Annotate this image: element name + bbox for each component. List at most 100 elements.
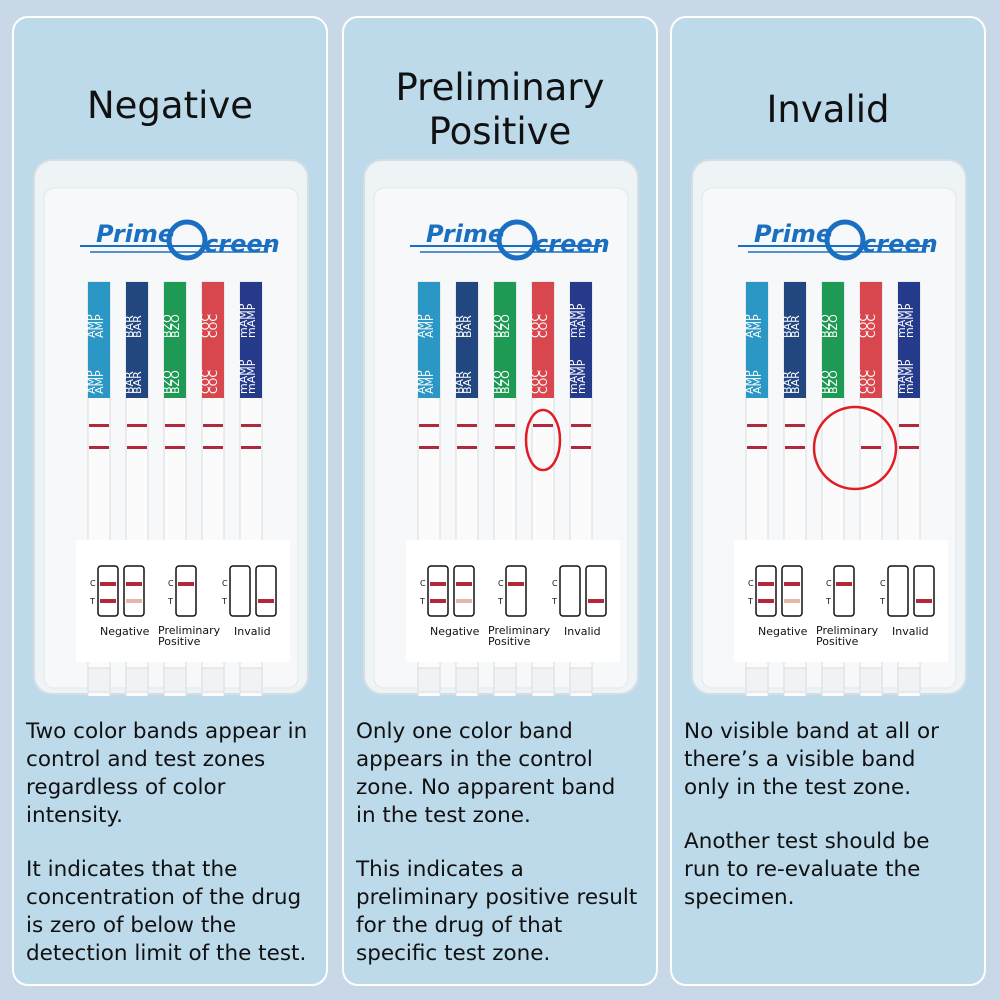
legend-label-preliminary: Preliminary (158, 624, 221, 637)
legend-control-band (456, 582, 472, 586)
legend-test-band (100, 599, 116, 603)
strip-code-label: BAR (453, 371, 466, 394)
strip-code-label: BAR (123, 315, 136, 338)
description-line: No visible band at all or (684, 719, 939, 744)
legend-window (913, 565, 935, 617)
panel-title: Preliminary Positive (344, 66, 656, 154)
brand-s-ring (824, 219, 866, 261)
description-line: specimen. (684, 885, 795, 910)
strip-label-tab (88, 282, 110, 398)
strip-code-label: mAMP (903, 303, 916, 338)
legend-window (229, 565, 251, 617)
legend-window (585, 565, 607, 617)
strip-code-label: BAR (789, 371, 802, 394)
legend-c-letter: C (168, 579, 174, 588)
strip-code-label: AMP (93, 370, 106, 394)
strip-label-tab (456, 282, 478, 398)
strip-code-label: COC (537, 370, 550, 394)
strip-code-label: mAMP (895, 359, 908, 394)
legend-label-invalid: Invalid (564, 625, 601, 638)
strip-code-label: mAMP (567, 359, 580, 394)
test-band (899, 446, 919, 449)
control-band (457, 424, 477, 427)
control-band (203, 424, 223, 427)
legend-window (453, 565, 475, 617)
legend-window (781, 565, 803, 617)
test-band (127, 446, 147, 449)
strip-label-tab (164, 282, 186, 398)
strip-code-label: COC (537, 314, 550, 338)
strip-code-label: BZO (819, 314, 832, 338)
description-line: specific test zone. (356, 941, 551, 966)
strip-label-tab (532, 282, 554, 398)
strip-code-label: AMP (85, 370, 98, 394)
legend-control-band (758, 582, 774, 586)
strip-code-label: BAR (123, 371, 136, 394)
legend-label-positive: Positive (816, 635, 859, 648)
strip-code-label: AMP (415, 314, 428, 338)
strip-label-tab (898, 282, 920, 398)
legend-t-letter: T (747, 597, 753, 606)
legend-c-letter: C (222, 579, 228, 588)
test-band (571, 446, 591, 449)
description-line: appears in the control (356, 747, 593, 772)
legend-window (175, 565, 197, 617)
control-band (241, 424, 261, 427)
legend-test-band (916, 599, 932, 603)
strip-code-label: mAMP (245, 303, 258, 338)
panel-title-line: Invalid (766, 88, 890, 131)
brand-text-prime: Prime (426, 220, 504, 248)
strip-code-label: BAR (789, 315, 802, 338)
description-paragraph: No visible band at all or there’s a visi… (684, 718, 978, 802)
strip-code-label: COC (199, 370, 212, 394)
strip-code-label: AMP (751, 370, 764, 394)
legend-window (255, 565, 277, 617)
brand-text-screen: creen (204, 230, 280, 258)
legend-t-letter: T (825, 597, 831, 606)
strip-code-label: BAR (461, 371, 474, 394)
legend-test-band-faint (784, 599, 800, 603)
strip-code-label: BAR (781, 371, 794, 394)
strip-code-label: BAR (781, 315, 794, 338)
legend-label-positive: Positive (158, 635, 201, 648)
strip-code-label: BAR (453, 315, 466, 338)
test-band (165, 446, 185, 449)
test-band (419, 446, 439, 449)
strip-end (493, 667, 517, 693)
control-band (419, 424, 439, 427)
description-line: concentration of the drug (26, 885, 302, 910)
strip-end (201, 667, 225, 693)
strip-label-tab (202, 282, 224, 398)
panel-title: Negative (14, 84, 326, 128)
strip-end (239, 667, 263, 693)
legend-c-letter: C (420, 579, 426, 588)
strip-code-label: AMP (415, 370, 428, 394)
control-band (747, 424, 767, 427)
strip-code-label: COC (199, 314, 212, 338)
legend-label-preliminary: Preliminary (488, 624, 551, 637)
brand-text-prime: Prime (96, 220, 174, 248)
strip-code-label: BZO (819, 370, 832, 394)
legend-t-letter: T (419, 597, 425, 606)
legend-control-band (836, 582, 852, 586)
strip-end (455, 667, 479, 693)
strip-code-label: COC (207, 314, 220, 338)
strip-label-tab (570, 282, 592, 398)
brand-text-prime: Prime (754, 220, 832, 248)
strip-end (417, 667, 441, 693)
description-line: control and test zones (26, 747, 266, 772)
description-line: Two color bands appear in (26, 719, 308, 744)
strip-end (745, 667, 769, 693)
strip-code-label: BZO (827, 370, 840, 394)
strip-code-label: AMP (751, 314, 764, 338)
description-line: This indicates a (356, 857, 524, 882)
description-line: in the test zone. (356, 803, 531, 828)
strip-code-label: AMP (743, 314, 756, 338)
description-line: It indicates that the (26, 857, 238, 882)
strip-code-label: mAMP (575, 359, 588, 394)
legend-test-band-faint (126, 599, 142, 603)
strip-code-label: COC (529, 370, 542, 394)
strip-label-tab (418, 282, 440, 398)
panel-title-line: Negative (86, 84, 254, 127)
